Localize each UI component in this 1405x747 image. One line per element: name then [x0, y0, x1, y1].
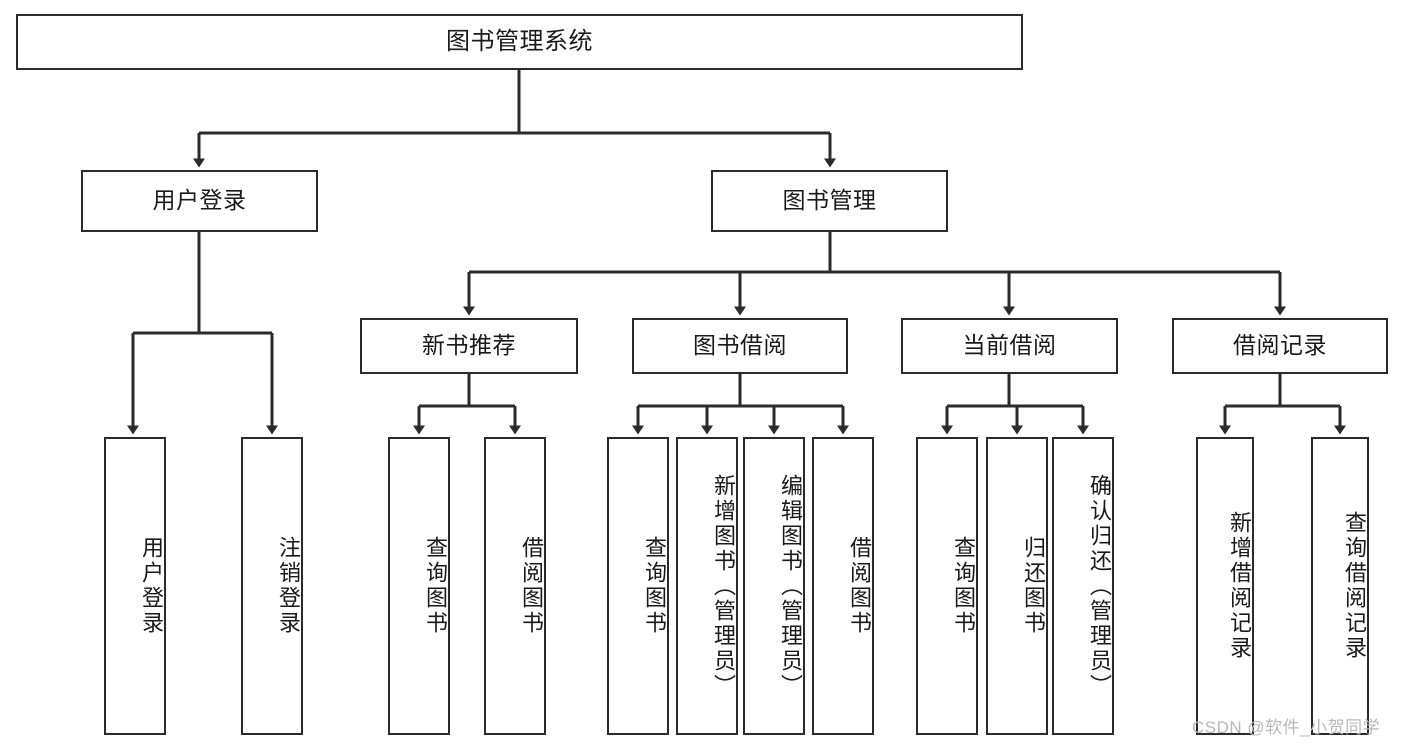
- node-label: 注销登录: [276, 536, 301, 636]
- node-current-borrow[interactable]: 当前借阅: [901, 318, 1118, 374]
- node-label: 新增借阅记录: [1227, 511, 1252, 661]
- node-user-login[interactable]: 用户登录: [81, 170, 318, 232]
- node-label: 图书借阅: [693, 332, 787, 359]
- node-label: 用户登录: [139, 536, 164, 636]
- node-new-book-recommend[interactable]: 新书推荐: [360, 318, 578, 374]
- node-label: 借阅记录: [1233, 332, 1327, 359]
- leaf-borrow-book[interactable]: 借阅图书: [812, 437, 874, 735]
- node-label: 图书管理: [782, 187, 877, 214]
- watermark: CSDN @软件_小贺同学: [1192, 718, 1381, 737]
- node-book-borrow[interactable]: 图书借阅: [632, 318, 848, 374]
- leaf-logout[interactable]: 注销登录: [241, 437, 303, 735]
- node-label: 查询图书: [951, 536, 976, 636]
- node-label: 归还图书: [1021, 536, 1046, 636]
- node-book-management[interactable]: 图书管理: [711, 170, 948, 232]
- node-label: 编辑图书（管理员）: [778, 473, 803, 699]
- node-label: 新增图书（管理员）: [711, 473, 736, 699]
- node-root-system[interactable]: 图书管理系统: [16, 14, 1023, 70]
- node-label: 用户登录: [152, 187, 247, 214]
- leaf-edit-book-admin[interactable]: 编辑图书（管理员）: [743, 437, 805, 735]
- leaf-user-login[interactable]: 用户登录: [104, 437, 166, 735]
- leaf-query-book-recommend[interactable]: 查询图书: [388, 437, 450, 735]
- leaf-add-borrow-record[interactable]: 新增借阅记录: [1196, 437, 1254, 735]
- node-label: 借阅图书: [519, 536, 544, 636]
- leaf-query-book-borrow[interactable]: 查询图书: [607, 437, 669, 735]
- node-label: 查询图书: [423, 536, 448, 636]
- node-label: 查询借阅记录: [1342, 511, 1367, 661]
- node-label: 图书管理系统: [446, 27, 593, 55]
- node-borrow-record[interactable]: 借阅记录: [1172, 318, 1388, 374]
- node-label: 当前借阅: [962, 332, 1057, 359]
- leaf-query-book-current[interactable]: 查询图书: [916, 437, 978, 735]
- leaf-add-book-admin[interactable]: 新增图书（管理员）: [676, 437, 738, 735]
- leaf-borrow-book-recommend[interactable]: 借阅图书: [484, 437, 546, 735]
- leaf-confirm-return-admin[interactable]: 确认归还（管理员）: [1052, 437, 1114, 735]
- node-label: 确认归还（管理员）: [1087, 473, 1112, 699]
- node-label: 查询图书: [642, 536, 667, 636]
- leaf-return-book[interactable]: 归还图书: [986, 437, 1048, 735]
- leaf-query-borrow-record[interactable]: 查询借阅记录: [1311, 437, 1369, 735]
- node-label: 新书推荐: [422, 332, 516, 359]
- node-label: 借阅图书: [847, 536, 872, 636]
